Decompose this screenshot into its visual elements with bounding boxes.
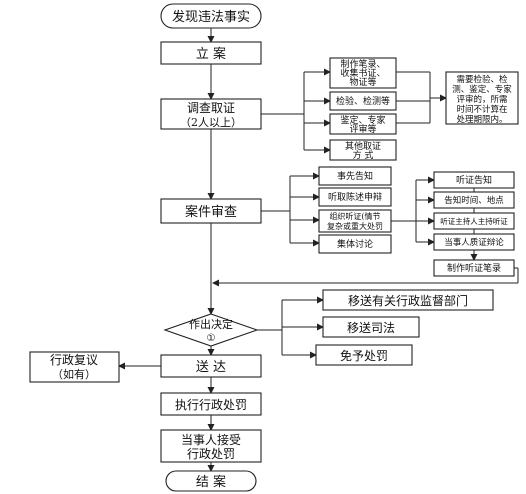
transfer-admin-node: 移送有关行政监督部门 (322, 289, 494, 311)
transfer-admin-label: 移送有关行政监督部门 (348, 293, 468, 308)
transfer-judicial-label: 移送司法 (347, 320, 395, 335)
end-node: 结 案 (165, 470, 257, 492)
hr-notice-node: 听证告知 (433, 171, 515, 189)
start-label: 发现违法事实 (172, 9, 250, 25)
decide-label-1: 作出决定 (189, 317, 233, 331)
time-note-2: 测、鉴定、专家 (452, 84, 512, 95)
hr-debate-label: 当事人质证辩论 (444, 237, 504, 248)
accept-label-1: 当事人接受 (181, 432, 241, 447)
transfer-judicial-node: 移送司法 (322, 316, 420, 338)
record-node: 制作笔录、 收集书证、 物证等 (329, 57, 397, 89)
notice-label: 事先告知 (337, 170, 373, 182)
reconsider-node: 行政复议 （如有） (29, 351, 120, 383)
review-node: 案件审查 (160, 198, 262, 224)
accept-label-2: 行政处罚 (187, 447, 235, 461)
investigate-label-1: 调查取证 (187, 101, 235, 115)
appraise-node: 鉴定、专家 评审等 (329, 113, 397, 135)
time-note-node: 需要检验、检 测、鉴定、专家 评审的，所需 时间不计算在 处理期限内。 (445, 71, 519, 125)
hr-time-node: 告知时间、地点 (433, 191, 515, 209)
statement-label: 听取陈述申辩 (328, 191, 382, 203)
exempt-node: 免予处罚 (315, 344, 413, 366)
execute-label: 执行行政处罚 (175, 398, 247, 412)
group-label: 集体讨论 (337, 238, 373, 250)
appraise-label-1: 鉴定、专家 (340, 114, 385, 126)
hr-notice-label: 听证告知 (456, 174, 492, 186)
other-node: 其他取证 方 式 (329, 139, 397, 161)
register-label: 立 案 (196, 47, 226, 62)
time-note-5: 处理期限内。 (456, 114, 507, 125)
end-label: 结 案 (196, 475, 226, 490)
investigate-label-2: （2人以上） (180, 116, 242, 129)
hearing-org-node: 组织听证(情节 复杂或重大处罚 (318, 209, 392, 233)
inspect-node: 检验、检测等 (329, 91, 397, 111)
hearing-org-label-2: 复杂或重大处罚 (327, 221, 383, 231)
decide-label-2: ① (207, 333, 216, 344)
hr-debate-node: 当事人质证辩论 (433, 233, 515, 251)
record-label-2: 收集书证、 (340, 67, 385, 79)
reconsider-label-2: （如有） (52, 367, 96, 381)
hr-time-label: 告知时间、地点 (444, 195, 504, 206)
statement-node: 听取陈述申辩 (318, 187, 392, 207)
time-note-4: 时间不计算在 (456, 104, 507, 115)
time-note-1: 需要检验、检 (456, 74, 508, 85)
hr-record-label: 制作听证笔录 (447, 262, 501, 274)
appraise-label-2: 评审等 (349, 123, 376, 135)
exempt-label: 免予处罚 (340, 348, 388, 363)
time-note-3: 评审的，所需 (456, 94, 507, 105)
reconsider-label-1: 行政复议 (50, 353, 98, 367)
review-label: 案件审查 (185, 205, 237, 220)
accept-node: 当事人接受 行政处罚 (160, 429, 262, 463)
deliver-node: 送 达 (160, 354, 262, 378)
hr-host-node: 听证主持人主持听证 (433, 212, 515, 230)
record-label-1: 制作笔录、 (340, 58, 385, 70)
hr-record-node: 制作听证笔录 (433, 259, 515, 277)
hr-host-label: 听证主持人主持听证 (440, 216, 508, 226)
record-label-3: 物证等 (349, 76, 376, 88)
decide-node: 作出决定 ① (163, 313, 259, 347)
inspect-label: 检验、检测等 (336, 95, 390, 107)
notice-node: 事先告知 (318, 166, 392, 186)
execute-node: 执行行政处罚 (160, 392, 262, 416)
start-node: 发现违法事实 (160, 3, 262, 29)
group-node: 集体讨论 (318, 234, 392, 254)
other-label-1: 其他取证 (345, 140, 381, 152)
hearing-org-label-1: 组织听证(情节 (329, 211, 380, 221)
investigate-node: 调查取证 （2人以上） (160, 98, 262, 130)
register-node: 立 案 (160, 41, 262, 65)
other-label-2: 方 式 (353, 149, 374, 161)
deliver-label: 送 达 (196, 360, 226, 375)
